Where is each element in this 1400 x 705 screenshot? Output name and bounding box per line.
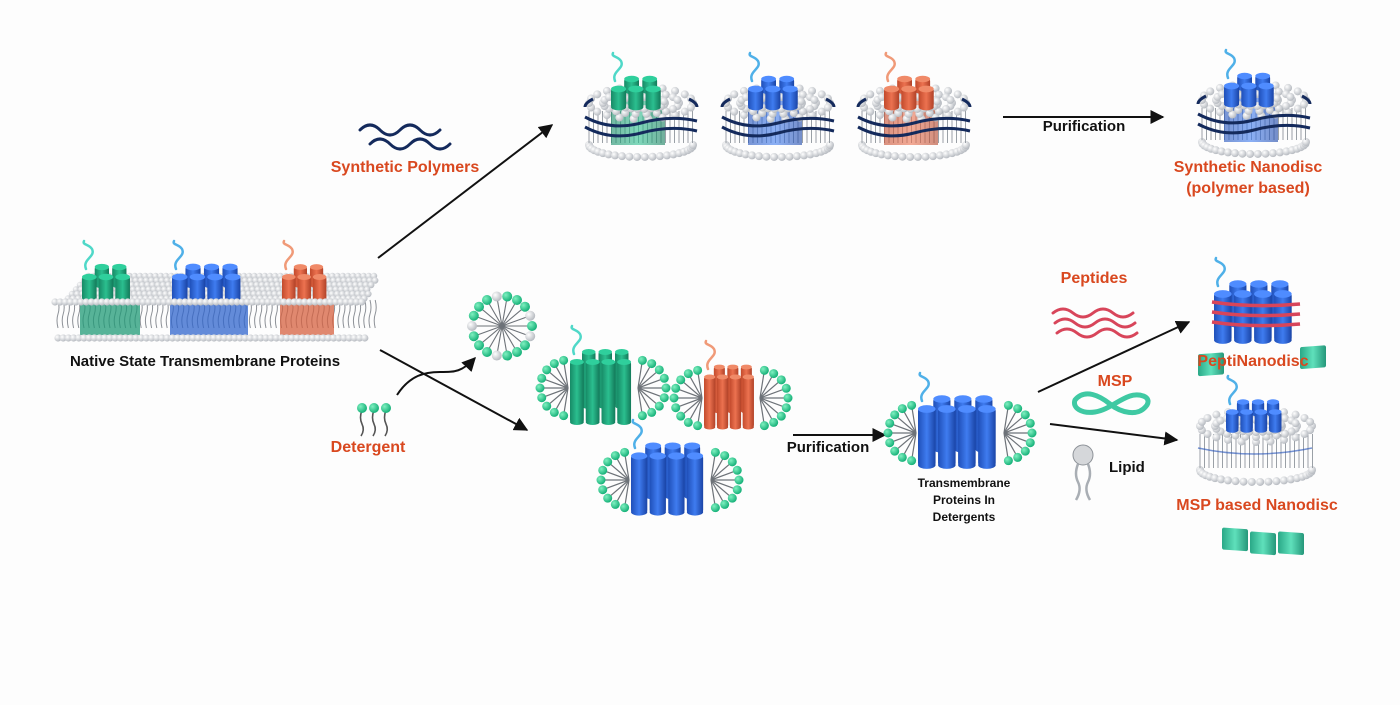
- peptides-label: Peptides: [1060, 270, 1128, 287]
- protein-in-detergent-orange-icon: [669, 339, 793, 431]
- purification-label-top: Purification: [1042, 118, 1126, 135]
- tm-in-detergents-label: Transmembrane Proteins In Detergents: [904, 475, 1024, 526]
- arrow-to-polymer-route: [377, 124, 554, 259]
- detergent-label: Detergent: [330, 439, 406, 456]
- synthetic-polymer-icon: [358, 123, 452, 151]
- tm-in-detergents-line1: Transmembrane: [917, 476, 1011, 490]
- purification-label-mid: Purification: [786, 439, 870, 456]
- tm-in-detergents-line3: Detergents: [932, 510, 996, 524]
- tm-in-detergents-line2: Proteins In: [932, 493, 995, 507]
- native-membrane-label: Native State Transmembrane Proteins: [69, 353, 341, 370]
- detergent-molecule-icon: [357, 403, 391, 437]
- synthetic-polymers-label: Synthetic Polymers: [330, 159, 480, 176]
- detergent-curved-arrow: [396, 356, 476, 396]
- msp-label: MSP: [1097, 373, 1133, 390]
- protein-in-detergent-blue-icon: [596, 418, 744, 516]
- peptinanodisc-label: PeptiNanodisc: [1197, 353, 1309, 370]
- micelle-icon: [467, 291, 537, 361]
- polymer-nanodisc-blue-icon: [720, 51, 836, 161]
- synthetic-nanodisc-icon: [1196, 48, 1312, 158]
- synthetic-nanodisc-label: Synthetic Nanodisc (polymer based): [1174, 159, 1322, 198]
- arrow-to-peptinanodisc: [1037, 320, 1191, 393]
- polymer-nanodisc-green-icon: [583, 51, 699, 161]
- protein-in-detergent-green-icon: [535, 324, 671, 426]
- purified-protein-in-detergent-icon: [883, 371, 1037, 469]
- peptinanodisc-icon: [1211, 256, 1301, 344]
- arrow-to-msp-nanodisc: [1049, 423, 1179, 446]
- native-membrane-icon: [51, 239, 379, 342]
- synthetic-nanodisc-label-line2: (polymer based): [1186, 180, 1310, 197]
- msp-ribbon-icon: [1072, 391, 1151, 416]
- msp-nanodisc-icon: [1196, 345, 1326, 556]
- arrow-to-detergent-route: [379, 349, 529, 431]
- lipid-label: Lipid: [1109, 459, 1145, 476]
- peptide-icon: [1051, 307, 1139, 339]
- lipid-molecule-icon: [1072, 444, 1094, 501]
- msp-nanodisc-label: MSP based Nanodisc: [1176, 497, 1338, 514]
- synthetic-nanodisc-label-line1: Synthetic Nanodisc: [1173, 159, 1323, 176]
- polymer-nanodisc-orange-icon: [856, 51, 972, 161]
